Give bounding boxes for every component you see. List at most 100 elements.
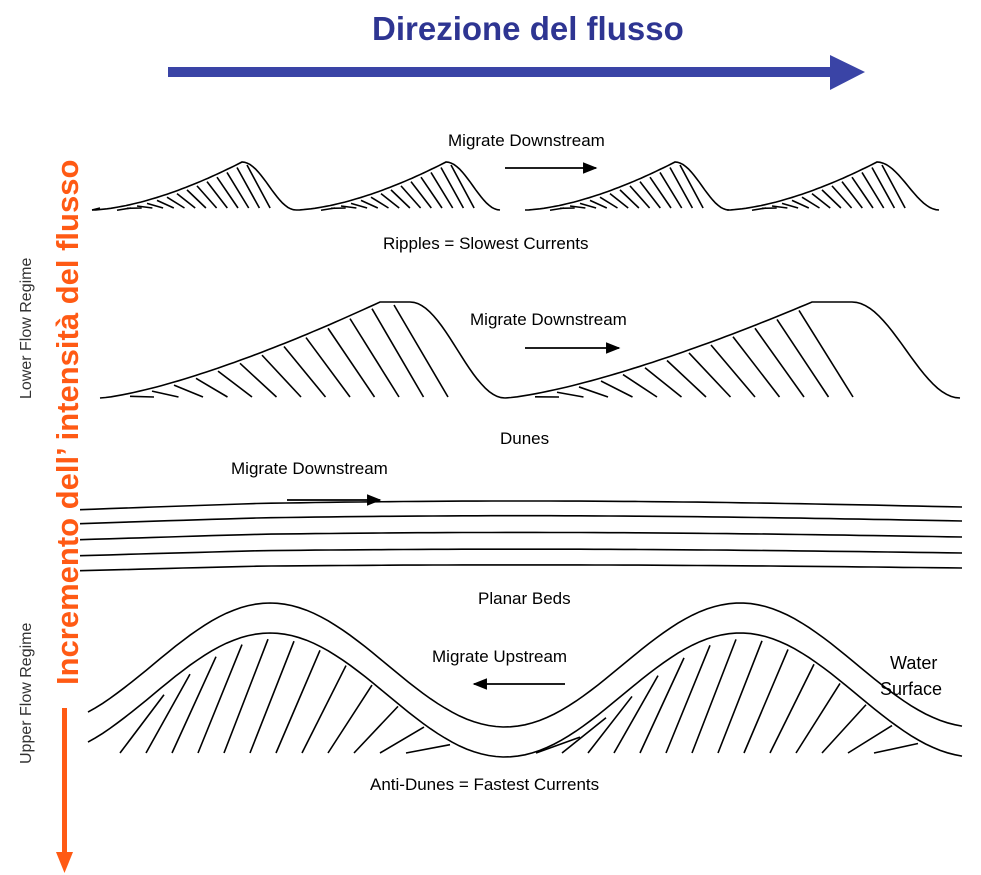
ripple-lamina (881, 164, 906, 209)
ripple-lamina (390, 189, 411, 209)
ripple-lamina (639, 181, 661, 209)
ripple-lamina (871, 167, 896, 209)
antidunes-caption: Anti-Dunes = Fastest Currents (370, 775, 600, 794)
ripple-lamina (861, 172, 885, 209)
antidune-lamina (691, 639, 737, 754)
dune-lamina (327, 327, 376, 398)
ripple-lamina (841, 181, 863, 209)
ripple-lamina (569, 205, 586, 209)
ripple-lamina (430, 172, 454, 209)
ripple-lamina (811, 193, 831, 209)
ripple-lamina (236, 167, 261, 209)
ripple-crest-line (524, 161, 730, 211)
dunes-caption: Dunes (500, 429, 550, 448)
flow-direction-title: Direzione del flusso (372, 10, 684, 47)
ripple-lamina (791, 199, 810, 209)
antidune-lamina (119, 694, 165, 754)
ripple-lamina (166, 196, 185, 209)
dune-lamina (754, 327, 805, 398)
dune-lamina (371, 308, 425, 398)
ripple-lamina (380, 193, 400, 209)
planar-bed-line (79, 500, 963, 511)
ripple-lamina (801, 196, 820, 209)
antidune-lamina (769, 663, 815, 754)
ripples-profile (91, 161, 940, 212)
lower-flow-regime-label: Lower Flow Regime (18, 257, 35, 399)
antidune-lamina (327, 684, 373, 754)
dune-lamina (732, 336, 781, 398)
dunes-profile (99, 301, 961, 399)
antidunes-profile (87, 602, 963, 758)
dune-lamina (688, 352, 732, 398)
planar-bed-line (79, 531, 963, 541)
antidune-lamina (249, 640, 295, 754)
ripple-lamina (649, 176, 672, 209)
dune-surface-line (99, 301, 506, 399)
dune-lamina (578, 386, 609, 398)
ripple-lamina (206, 181, 228, 209)
antidunes-migration-label: Migrate Upstream (432, 647, 568, 666)
ripple-lamina (579, 202, 597, 209)
ripple-lamina (669, 167, 694, 209)
ripple-lamina (629, 185, 651, 209)
ripple-lamina (781, 202, 799, 209)
antidune-lamina (613, 675, 659, 754)
dune-lamina (195, 377, 228, 398)
antidune-lamina (587, 695, 633, 754)
planar-caption: Planar Beds (478, 589, 571, 608)
ripple-lamina (360, 199, 379, 209)
antidune-lamina (639, 657, 685, 754)
dune-lamina (305, 337, 351, 398)
dune-lamina (776, 319, 830, 398)
ripple-lamina (216, 176, 239, 209)
planar-bed-line (79, 514, 963, 525)
ripple-lamina (589, 199, 608, 209)
ripple-lamina (440, 167, 465, 209)
antidune-lamina (795, 682, 841, 754)
ripple-lamina (246, 164, 271, 209)
ripple-lamina (226, 172, 250, 209)
dune-lamina (600, 380, 633, 398)
antidune-lamina (847, 724, 893, 754)
ripple-lamina (340, 205, 357, 209)
dune-lamina (151, 390, 179, 398)
ripple-lamina (659, 172, 683, 209)
ripple-crest-line (726, 161, 940, 211)
ripple-lamina (420, 176, 443, 209)
ripple-lamina (410, 181, 432, 209)
ripple-lamina (350, 202, 368, 209)
ripples-caption: Ripples = Slowest Currents (383, 234, 589, 253)
ripple-lamina (851, 176, 874, 209)
dune-lamina (173, 384, 204, 398)
dune-lamina (129, 395, 155, 398)
planar-beds-lines (79, 500, 963, 572)
dune-lamina (710, 344, 756, 398)
dune-lamina (666, 359, 707, 398)
ripple-lamina (599, 196, 618, 209)
antidune-lamina (301, 665, 347, 754)
antidune-lamina (873, 742, 919, 754)
planar-bed-line (79, 564, 963, 572)
antidune-lamina (223, 638, 269, 754)
ripple-crest-line (91, 161, 297, 211)
water-surface-label-line2: Surface (880, 679, 943, 699)
ripple-lamina (146, 202, 164, 209)
ripple-lamina (176, 193, 196, 209)
ripple-lamina (370, 196, 389, 209)
ripple-lamina (186, 189, 207, 209)
ripple-lamina (679, 164, 704, 209)
antidune-lamina (405, 743, 451, 754)
ripple-crest-line (295, 161, 501, 211)
planar-bed-line (79, 548, 963, 557)
planar-migration-label: Migrate Downstream (231, 459, 388, 478)
ripple-lamina (196, 185, 218, 209)
dune-lamina (349, 318, 400, 398)
dune-lamina (798, 310, 854, 398)
water-surface-label-line1: Water (890, 653, 938, 673)
antidune-lamina (821, 704, 867, 754)
upper-flow-regime-label: Upper Flow Regime (18, 622, 35, 764)
ripple-lamina (619, 189, 640, 209)
antidune-lamina (171, 656, 217, 754)
